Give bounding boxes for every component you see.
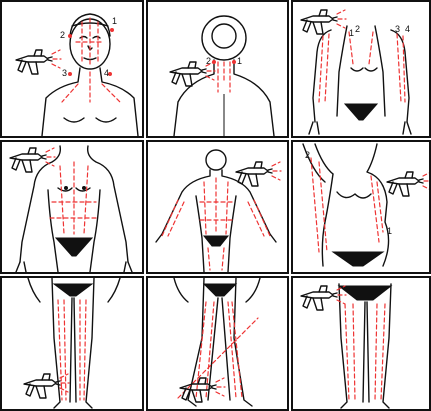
legs-front-figure (2, 278, 142, 409)
side-arm-raised-figure: 2 1 (293, 142, 429, 272)
label-3: 3 (395, 24, 400, 34)
label-3: 3 (62, 68, 67, 78)
spray-gun-icon (236, 162, 281, 186)
legs-back-figure (293, 278, 429, 409)
label-1: 1 (387, 226, 392, 236)
face-figure: 1 2 3 4 (2, 2, 142, 136)
label-2: 2 (305, 150, 310, 160)
arms-front-figure: 1 2 3 4 (293, 2, 429, 136)
back-full-figure (148, 142, 287, 272)
panel-back-full (146, 140, 289, 274)
panel-legs-back (291, 276, 431, 411)
panel-face: 1 2 3 4 (0, 0, 144, 138)
label-4: 4 (104, 68, 109, 78)
spray-gun-icon (180, 378, 225, 402)
panel-side-arm-raised: 2 1 (291, 140, 431, 274)
spray-gun-icon (16, 50, 61, 74)
panel-legs-side (146, 276, 289, 411)
label-1: 1 (112, 16, 117, 26)
spray-gun-icon (301, 10, 346, 34)
panel-arms-front: 1 2 3 4 (291, 0, 431, 138)
spray-gun-icon (387, 172, 429, 196)
legs-side-figure (148, 278, 287, 409)
spray-gun-icon (10, 148, 55, 172)
label-2: 2 (60, 30, 65, 40)
label-1: 1 (237, 56, 242, 66)
neck-back-figure: 1 2 (148, 2, 287, 136)
label-4: 4 (405, 24, 410, 34)
panel-legs-front (0, 276, 144, 411)
label-1: 1 (349, 28, 354, 38)
panel-torso-front (0, 140, 144, 274)
label-2: 2 (355, 24, 360, 34)
panel-neck-back: 1 2 (146, 0, 289, 138)
torso-front-figure (2, 142, 142, 272)
